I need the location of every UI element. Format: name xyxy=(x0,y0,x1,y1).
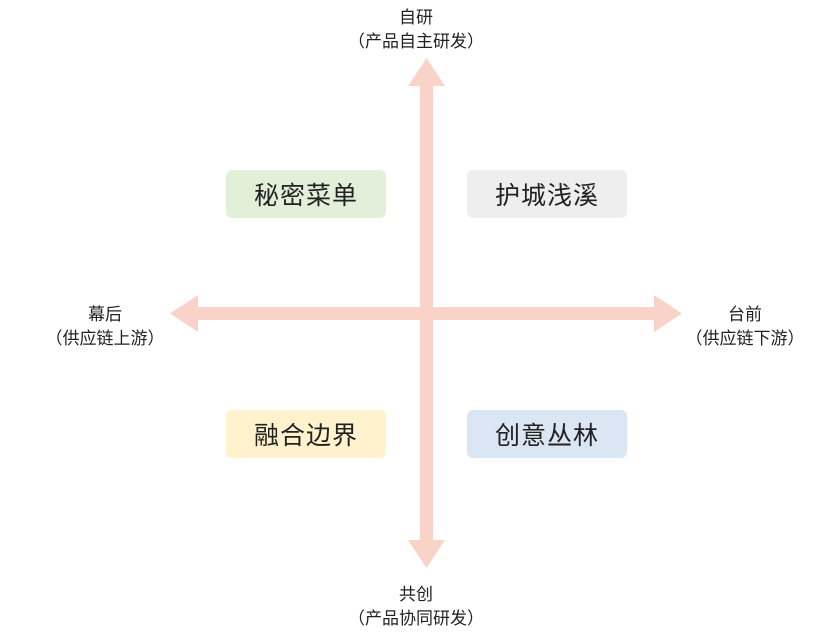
axis-title-right: 台前 xyxy=(728,305,762,325)
arrow-head-left xyxy=(170,295,198,332)
quadrant-bottom-right: 创意丛林 xyxy=(467,410,627,458)
axis-subtitle-top: （产品自主研发） xyxy=(348,32,484,52)
axis-title-left: 幕后 xyxy=(88,305,122,325)
axis-label-bottom: 共创 （产品协同研发） xyxy=(316,583,516,631)
axis-title-bottom: 共创 xyxy=(399,585,433,605)
quadrant-top-right: 护城浅溪 xyxy=(467,170,627,218)
arrow-head-down xyxy=(408,540,445,568)
axis-label-top: 自研 （产品自主研发） xyxy=(316,6,516,54)
horizontal-axis-shaft xyxy=(194,307,660,320)
axis-subtitle-right: （供应链下游） xyxy=(685,329,805,349)
axis-subtitle-bottom: （产品协同研发） xyxy=(348,609,484,629)
quadrant-top-left: 秘密菜单 xyxy=(226,170,386,218)
arrow-head-right xyxy=(654,295,682,332)
axis-label-left: 幕后 （供应链上游） xyxy=(20,303,190,351)
arrow-head-up xyxy=(408,58,445,86)
quadrant-bottom-left: 融合边界 xyxy=(226,410,386,458)
axis-label-right: 台前 （供应链下游） xyxy=(660,303,830,351)
axis-title-top: 自研 xyxy=(399,8,433,28)
axis-subtitle-left: （供应链上游） xyxy=(45,329,165,349)
